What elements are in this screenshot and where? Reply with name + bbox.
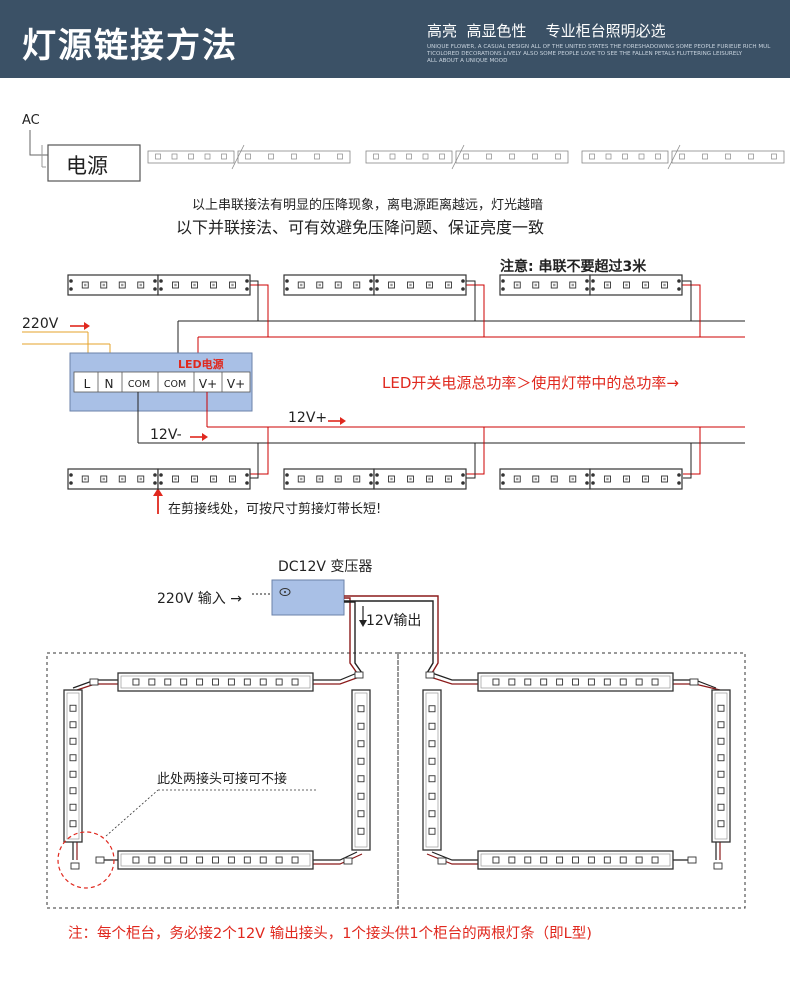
- strip-bottom-right-half: [157, 468, 251, 490]
- strip-top-right-half: [157, 274, 251, 296]
- plug-cabinet1-bottom-left: [95, 856, 105, 864]
- cabinet2-bottom-bar: [477, 850, 674, 870]
- input-220v-label: 220V 输入 →: [157, 591, 242, 607]
- output-12v-label: 12V输出: [366, 613, 422, 629]
- series-strip-segment: [581, 150, 669, 164]
- plug-cabinet2-right-bottom: [713, 862, 723, 870]
- parallel-intro-note: 以下并联接法、可有效避免压降问题、保证亮度一致: [176, 218, 545, 237]
- plug-cabinet2-top-right: [689, 678, 699, 686]
- cabinet-1-outline: [46, 652, 399, 909]
- strip-top-right-half: [373, 274, 467, 296]
- plug-cabinet2-top: [425, 671, 435, 679]
- cabinet1-bottom-bar: [117, 850, 314, 870]
- cabinet1-top-bar: [117, 672, 314, 692]
- label-12v-plus: 12V+: [288, 410, 328, 426]
- power-label: 电源: [66, 154, 108, 178]
- connector-note: 此处两接头可接可不接: [157, 772, 288, 787]
- transformer-label: DC12V 变压器: [278, 559, 373, 575]
- series-caution: 注意: 串联不要超过3米: [500, 259, 647, 275]
- terminal-block: [73, 371, 251, 393]
- header-banner: 灯源链接方法 高亮 高显色性 专业柜台照明必选 UNIQUE FLOWER, A…: [0, 0, 790, 78]
- terminal-v-plus-1: V+: [198, 377, 218, 391]
- header-small-text-1: UNIQUE FLOWER, A CASUAL DESIGN ALL OF TH…: [427, 44, 771, 50]
- label-12v-minus: 12V-: [150, 427, 182, 443]
- header-small-text-2: TICOLORED DECORATIONS LIVELY ALSO SOME P…: [427, 51, 743, 57]
- cabinet1-right-bar: [351, 689, 371, 851]
- strip-break-mark: [451, 144, 465, 170]
- terminal-v-plus-2: V+: [226, 377, 246, 391]
- header-slogan: 高亮 高显色性 专业柜台照明必选: [427, 22, 666, 40]
- cut-note: 在剪接线处，可按尺寸剪接灯带长短!: [168, 502, 382, 517]
- plug-cabinet1-top-left: [89, 678, 99, 686]
- series-strip-segment: [671, 150, 785, 164]
- strip-bottom-right-half: [589, 468, 683, 490]
- strip-bottom-left-half: [67, 468, 159, 490]
- plug-cabinet1-bottom-right: [343, 857, 353, 865]
- terminal-com-2: COM: [163, 379, 187, 390]
- parallel-wiring-diagram: [22, 274, 745, 514]
- cabinet1-left-bar: [63, 689, 83, 843]
- series-strip-segment: [237, 150, 351, 164]
- cabinet2-left-bar: [422, 689, 442, 851]
- wire-connectors: [70, 671, 723, 870]
- strip-top-left-half: [67, 274, 159, 296]
- power-supply-box: [47, 144, 141, 182]
- strip-break-mark: [667, 144, 681, 170]
- parallel-strips: [67, 274, 683, 490]
- series-note: 以上串联接法有明显的压降现象，离电源距离越远，灯光越暗: [192, 198, 544, 213]
- terminal-l: L: [83, 377, 91, 391]
- plug-cabinet2-bottom-right: [687, 856, 697, 864]
- ac-label: AC: [22, 113, 40, 128]
- strip-bottom-left-half: [283, 468, 375, 490]
- plug-cabinet1-top: [354, 671, 364, 679]
- cabinet2-top-bar: [477, 672, 674, 692]
- label-220v: 220V: [22, 316, 59, 332]
- plug-cabinet1-left-bottom: [70, 862, 80, 870]
- bottom-note: 注：每个柜台，务必接2个12V 输出接头，1个接头供1个柜台的两根灯条（即L型): [68, 926, 592, 942]
- series-diagram: [29, 130, 785, 182]
- psu-terminals: [73, 371, 251, 393]
- header-small-text-3: ALL ABOUT A UNIQUE MOOD: [427, 58, 508, 64]
- dc12v-transformer: [271, 579, 345, 616]
- strip-top-left-half: [499, 274, 591, 296]
- strip-bottom-right-half: [373, 468, 467, 490]
- cabinet-wiring-diagram: [46, 579, 746, 909]
- cabinet-2-outline: [397, 652, 746, 909]
- strip-top-right-half: [589, 274, 683, 296]
- strip-bottom-left-half: [499, 468, 591, 490]
- series-strip-segment: [365, 150, 453, 164]
- cabinet-strips: [63, 672, 731, 870]
- plug-cabinet2-bottom-left: [437, 857, 447, 865]
- terminal-com-1: COM: [127, 379, 151, 390]
- power-rating-note: LED开关电源总功率＞使用灯带中的总功率→: [382, 374, 679, 392]
- series-strip-segment: [147, 150, 235, 164]
- series-strips: [147, 144, 785, 170]
- strip-top-left-half: [283, 274, 375, 296]
- terminal-n: N: [104, 377, 114, 391]
- cabinet2-right-bar: [711, 689, 731, 843]
- optional-connector-circle: [57, 831, 115, 889]
- strip-break-mark: [231, 144, 245, 170]
- page-title: 灯源链接方法: [22, 26, 238, 66]
- series-strip-segment: [455, 150, 569, 164]
- psu-title: LED电源: [178, 358, 224, 371]
